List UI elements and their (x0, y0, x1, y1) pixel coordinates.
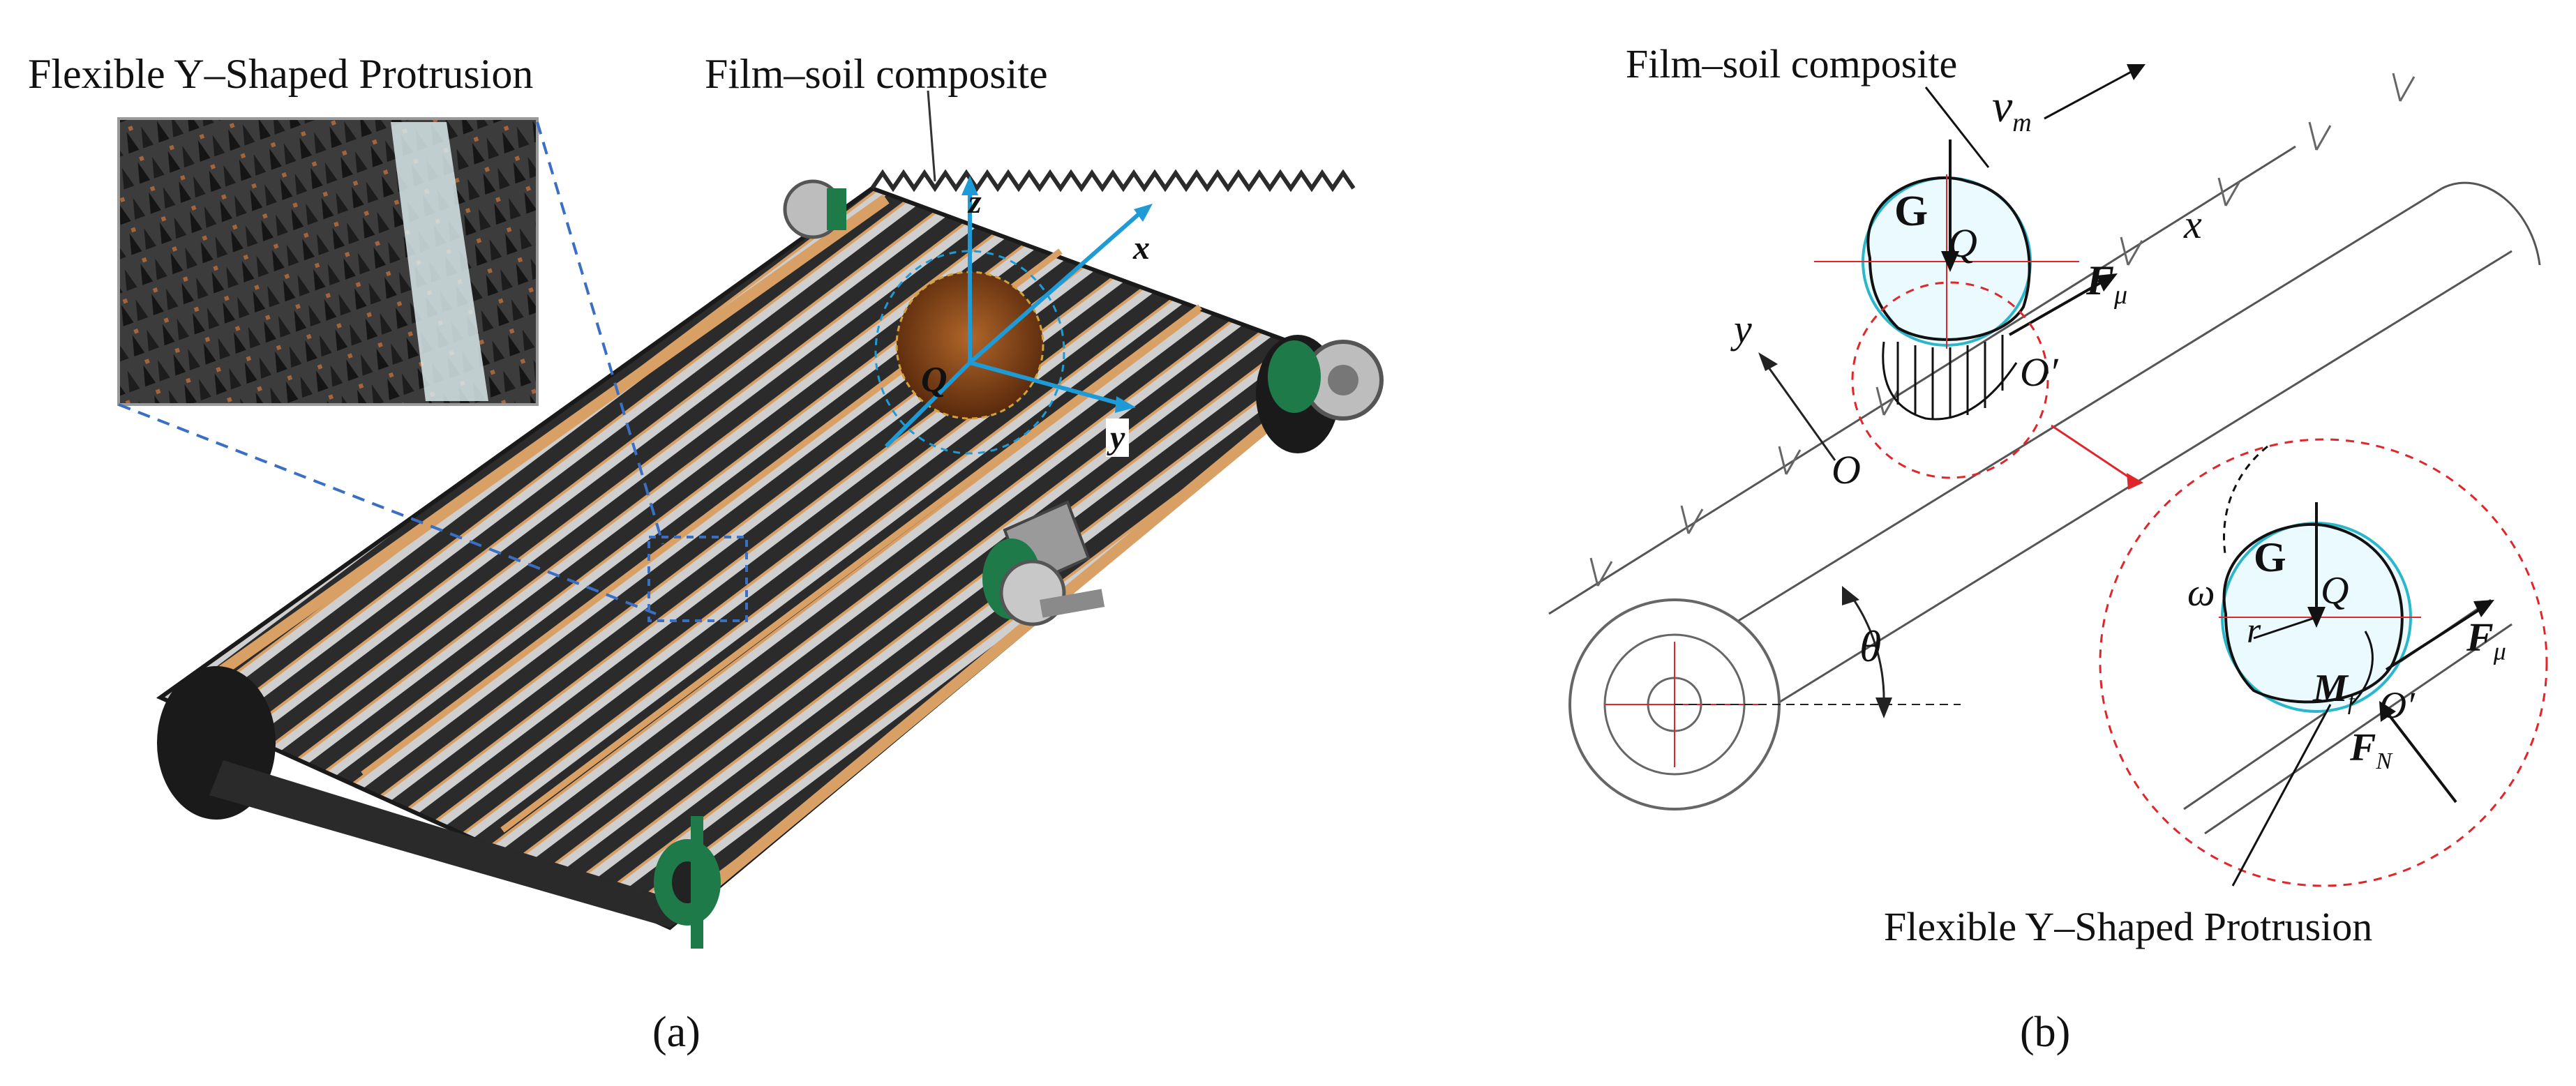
callout-protrusion-b: Flexible Y–Shaped Protrusion (1884, 904, 2373, 949)
zoom-source-circle (1851, 281, 2049, 479)
origin-o-label: O (1832, 447, 1861, 492)
velocity-sub: m (2012, 108, 2032, 138)
zoom-mf-label: Mf (2313, 666, 2354, 716)
axis-x-label-b: x (2184, 202, 2202, 247)
axis-z-arrowhead (961, 176, 978, 195)
axis-x-arrowhead (1134, 204, 1153, 222)
zoom-r-label: r (2247, 611, 2261, 651)
sprocket-right-hub (1328, 365, 1358, 395)
composite-outline-b (1866, 176, 2031, 341)
composite-leader-b (1924, 86, 1990, 168)
zoom-connector (2051, 424, 2136, 483)
zoom-omega-arc (2223, 445, 2268, 559)
velocity-vm-arrowhead (2127, 64, 2146, 80)
axis-x-line (968, 207, 1146, 365)
zoom-connector-head (2127, 473, 2143, 490)
bearing-top (827, 188, 846, 230)
point-o-prime-label: O′ (2020, 349, 2058, 395)
zoom-detail-circle (2099, 438, 2548, 887)
composite-dashed-outline (874, 250, 1065, 455)
axis-y-b-line (1764, 362, 1836, 461)
zoom-composite-outline (2222, 522, 2404, 704)
protrusion-leader-b (2231, 704, 2332, 887)
zoom-fn-label: FN (2350, 725, 2392, 775)
composite-leader-a (927, 90, 936, 182)
axis-y-arrowhead (1115, 396, 1136, 413)
zoom-fn-sub: N (2376, 748, 2392, 775)
callout-line-upper (536, 121, 664, 545)
zoom-f: F (2466, 614, 2494, 660)
panel-b-diagram (1548, 64, 2548, 887)
axis-y-line (969, 361, 1124, 407)
force-fmu-arrow (2009, 278, 2108, 336)
belt-lower-edge (1639, 250, 2513, 790)
force-fmu-arrowhead (2097, 273, 2118, 292)
angle-theta-label: θ (1859, 621, 1882, 671)
axis-y-label: y (1106, 418, 1130, 457)
velocity-vm-arrow (2044, 68, 2136, 120)
axis-x-label: x (1129, 229, 1154, 267)
panel-a-illustration (117, 90, 1384, 949)
zoom-m: M (2313, 667, 2348, 710)
axis-y-b-arrow (1758, 352, 1778, 371)
force-f: F (2086, 257, 2115, 303)
force-g-arrowhead (1941, 251, 1959, 272)
zoom-fmu-arrow (2385, 605, 2485, 671)
theta-arc (1848, 592, 1885, 705)
force-fmu-label: Fμ (2086, 257, 2127, 310)
caption-a: (a) (652, 1009, 701, 1056)
callout-line-lower (118, 403, 657, 615)
theta-arrow-bottom (1875, 697, 1892, 718)
zoom-fn-arrow (2385, 710, 2457, 804)
belt-rail-left (171, 194, 890, 709)
zoom-f-sub: μ (2493, 637, 2506, 665)
mid-shaft (1040, 589, 1105, 618)
bearing-right (1268, 340, 1321, 413)
bearing-front-bracket (691, 816, 703, 949)
zoom-mf-arc (2350, 631, 2374, 706)
belt-rail-right (666, 361, 1344, 926)
zoom-omega-label: ω (2187, 571, 2215, 614)
pressure-arrows (1896, 335, 2004, 418)
inset-photo-glare (391, 122, 488, 401)
spike-fringe-top (870, 169, 1356, 193)
zoom-fn: F (2350, 726, 2376, 769)
zoom-fmu-label: Fμ (2466, 614, 2506, 666)
zoom-r-line (2253, 616, 2317, 640)
pressure-distribution (1882, 341, 2018, 421)
belt-far-edge (1548, 145, 2296, 615)
force-f-sub: μ (2114, 280, 2128, 310)
zoom-belt-edge2 (2204, 623, 2513, 835)
zoom-q-label: Q (2321, 569, 2349, 612)
callout-composite-b: Film–soil composite (1626, 41, 1958, 86)
belt-tail-curve (2441, 181, 2541, 266)
callout-composite-a: Film–soil composite (705, 51, 1048, 97)
theta-arrow-top (1842, 586, 1859, 605)
roller-shaft-bottom (209, 760, 698, 928)
point-q-label-b: Q (1948, 220, 1977, 266)
zoom-fmu-arrowhead (2473, 600, 2494, 617)
force-g-label: G (1894, 188, 1929, 235)
center-q-label-a: Q (921, 360, 948, 400)
zoom-fn-arrowhead (2379, 701, 2396, 722)
axis-z-label: z (968, 183, 982, 220)
velocity-v: v (1992, 81, 2013, 132)
inset-target-box (647, 536, 748, 622)
axis-neg-line (884, 361, 972, 448)
caption-b: (b) (2020, 1009, 2071, 1056)
callout-protrusion-a: Flexible Y–Shaped Protrusion (28, 51, 534, 97)
zoom-o-prime-label: O′ (2379, 684, 2415, 726)
zoom-m-sub: f (2347, 689, 2355, 716)
belt-spikes (1589, 73, 2416, 587)
velocity-vm-label: vm (1992, 80, 2032, 138)
zoom-g-label: G (2254, 534, 2286, 580)
axis-y-label-b: y (1734, 306, 1752, 352)
